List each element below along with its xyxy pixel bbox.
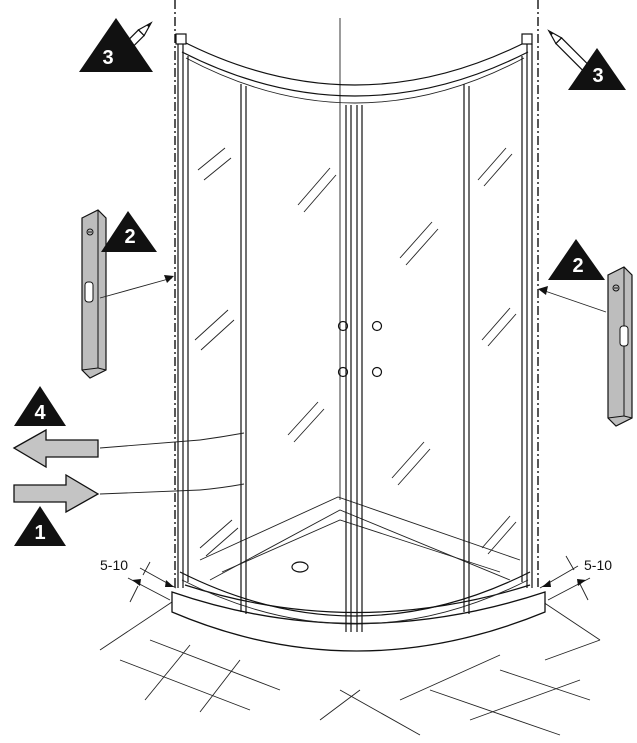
glass-reflections — [194, 147, 517, 557]
step-1-label: 1 — [34, 522, 45, 544]
drain-hole — [291, 561, 309, 573]
warning-triangle-icon: 3 — [79, 18, 153, 72]
floor-tile-lines — [99, 599, 601, 736]
step-3-label: 3 — [592, 65, 603, 87]
step-4-label: 4 — [34, 402, 46, 424]
spirit-level-icon — [81, 209, 174, 379]
fixed-panel-right — [463, 84, 470, 614]
warning-triangle-icon: 3 — [568, 48, 626, 90]
shower-tray — [171, 496, 546, 652]
warning-triangle-icon: 1 — [14, 506, 66, 546]
left-gap-dimension: 5-10 — [100, 557, 177, 603]
right-gap-dimension: 5-10 — [539, 555, 612, 601]
fixed-panel-left — [240, 84, 247, 614]
right-gap-label: 5-10 — [584, 557, 612, 573]
door-handles — [337, 320, 383, 378]
left-gap-label: 5-10 — [100, 557, 128, 573]
arrow-right-icon — [13, 473, 100, 514]
step-2-label: 2 — [124, 226, 135, 248]
sliding-door-right — [356, 105, 363, 632]
warning-triangle-icon: 2 — [548, 239, 605, 280]
wall-corner-lines — [174, 0, 539, 590]
step-3-label: 3 — [102, 47, 113, 69]
bottom-rail — [179, 571, 531, 625]
warning-triangle-icon: 4 — [14, 386, 66, 426]
arrow-left-icon — [12, 428, 99, 469]
sliding-door-left — [345, 105, 352, 632]
warning-triangle-icon: 2 — [101, 211, 157, 252]
left-wall-profile — [177, 44, 189, 588]
top-rail — [175, 33, 533, 104]
spirit-level-icon — [538, 266, 633, 427]
arrow-leader-lines — [99, 432, 245, 495]
step-2-label: 2 — [572, 255, 583, 277]
right-wall-profile — [521, 44, 533, 588]
